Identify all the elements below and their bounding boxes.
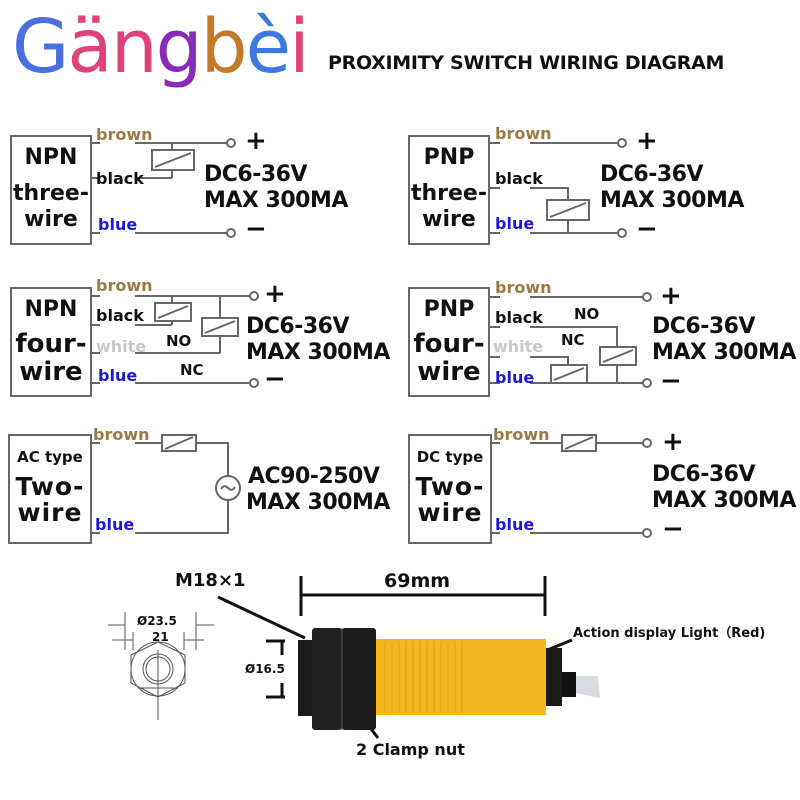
box-wire-label: four- (413, 329, 485, 359)
flat-width-label: 21 (152, 630, 169, 644)
logo-letter: ä (67, 4, 112, 90)
no-label: NO (166, 332, 192, 350)
positive-terminal: + (660, 281, 682, 311)
npn-three-wire-box: NPN three- wire (10, 135, 92, 245)
current-spec: MAX 300MA (246, 340, 390, 365)
current-spec: MAX 300MA (652, 340, 796, 365)
wire-label-brown: brown (495, 278, 552, 297)
current-spec: MAX 300MA (204, 188, 348, 213)
voltage-spec: DC6-36V (652, 462, 756, 487)
wire-label-black: black (96, 306, 144, 325)
dc-two-wire-box: DC type Two- wire (408, 434, 492, 544)
box-type-label: PNP (423, 145, 475, 170)
voltage-spec: AC90-250V (248, 464, 380, 489)
pnp-three-wire-box: PNP three- wire (408, 135, 490, 245)
box-wire-label: Two- (415, 472, 485, 501)
npn-four-wire-box: NPN four- wire (10, 287, 92, 397)
box-wire-label: three- (410, 181, 487, 206)
box-type-label: PNP (423, 297, 475, 322)
ac-two-wire-box: AC type Two- wire (8, 434, 92, 544)
current-spec: MAX 300MA (600, 188, 744, 213)
logo-letter: g (155, 4, 203, 90)
action-light-label: Action display Light（Red) (573, 626, 766, 641)
wire-label-brown: brown (96, 276, 153, 295)
box-type-label: NPN (24, 145, 78, 170)
pnp-four-wire-box: PNP four- wire (408, 287, 490, 397)
box-type-label: AC type (17, 448, 83, 466)
wire-label-black: black (495, 169, 543, 188)
logo-letter: b (200, 4, 248, 90)
negative-terminal: − (636, 214, 658, 244)
negative-terminal: − (245, 214, 267, 244)
wire-label-white: white (493, 337, 544, 356)
page-title: PROXIMITY SWITCH WIRING DIAGRAM (328, 52, 725, 74)
box-wire-label: wire (24, 207, 78, 232)
wire-label-brown: brown (96, 125, 153, 144)
negative-terminal: − (660, 366, 682, 396)
face-diameter-label: Ø16.5 (245, 662, 285, 676)
nc-label: NC (561, 331, 585, 349)
box-type-label: DC type (416, 448, 484, 466)
logo-letter: i (289, 4, 310, 90)
brand-logo: Gängbèi (12, 4, 310, 90)
voltage-spec: DC6-36V (600, 162, 704, 187)
wire-label-blue: blue (98, 215, 138, 234)
positive-terminal: + (662, 427, 684, 457)
length-label: 69mm (384, 570, 451, 592)
wire-label-blue: blue (495, 515, 535, 534)
wire-label-blue: blue (495, 214, 535, 233)
voltage-spec: DC6-36V (652, 314, 756, 339)
box-wire-label: wire (417, 498, 483, 527)
box-wire-label: three- (12, 181, 89, 206)
positive-terminal: + (636, 126, 658, 156)
wire-label-white: white (96, 337, 147, 356)
negative-terminal: − (264, 364, 286, 394)
box-wire-label: four- (15, 329, 87, 359)
wire-label-brown: brown (93, 425, 150, 444)
positive-terminal: + (245, 126, 267, 156)
positive-terminal: + (264, 279, 286, 309)
wire-label-black: black (495, 308, 543, 327)
wire-label-brown: brown (495, 124, 552, 143)
logo-letter: n (110, 4, 158, 90)
thread-spec-label: M18×1 (175, 570, 246, 591)
box-wire-label: wire (417, 357, 481, 387)
nc-label: NC (180, 361, 204, 379)
box-wire-label: Two- (15, 472, 85, 501)
box-wire-label: wire (422, 207, 476, 232)
box-wire-label: wire (19, 357, 83, 387)
wire-label-brown: brown (493, 425, 550, 444)
voltage-spec: DC6-36V (204, 162, 308, 187)
box-type-label: NPN (24, 297, 78, 322)
current-spec: MAX 300MA (246, 490, 390, 515)
voltage-spec: DC6-36V (246, 314, 350, 339)
logo-letter: è (245, 4, 292, 90)
wire-label-blue: blue (98, 366, 138, 385)
wire-label-black: black (96, 169, 144, 188)
box-wire-label: wire (17, 498, 83, 527)
logo-letter: G (12, 4, 69, 90)
negative-terminal: − (662, 514, 684, 544)
clamp-nut-label: 2 Clamp nut (356, 740, 465, 759)
no-label: NO (574, 305, 600, 323)
wire-label-blue: blue (95, 515, 135, 534)
outer-diameter-label: Ø23.5 (137, 614, 177, 628)
wire-label-blue: blue (495, 368, 535, 387)
current-spec: MAX 300MA (652, 488, 796, 513)
